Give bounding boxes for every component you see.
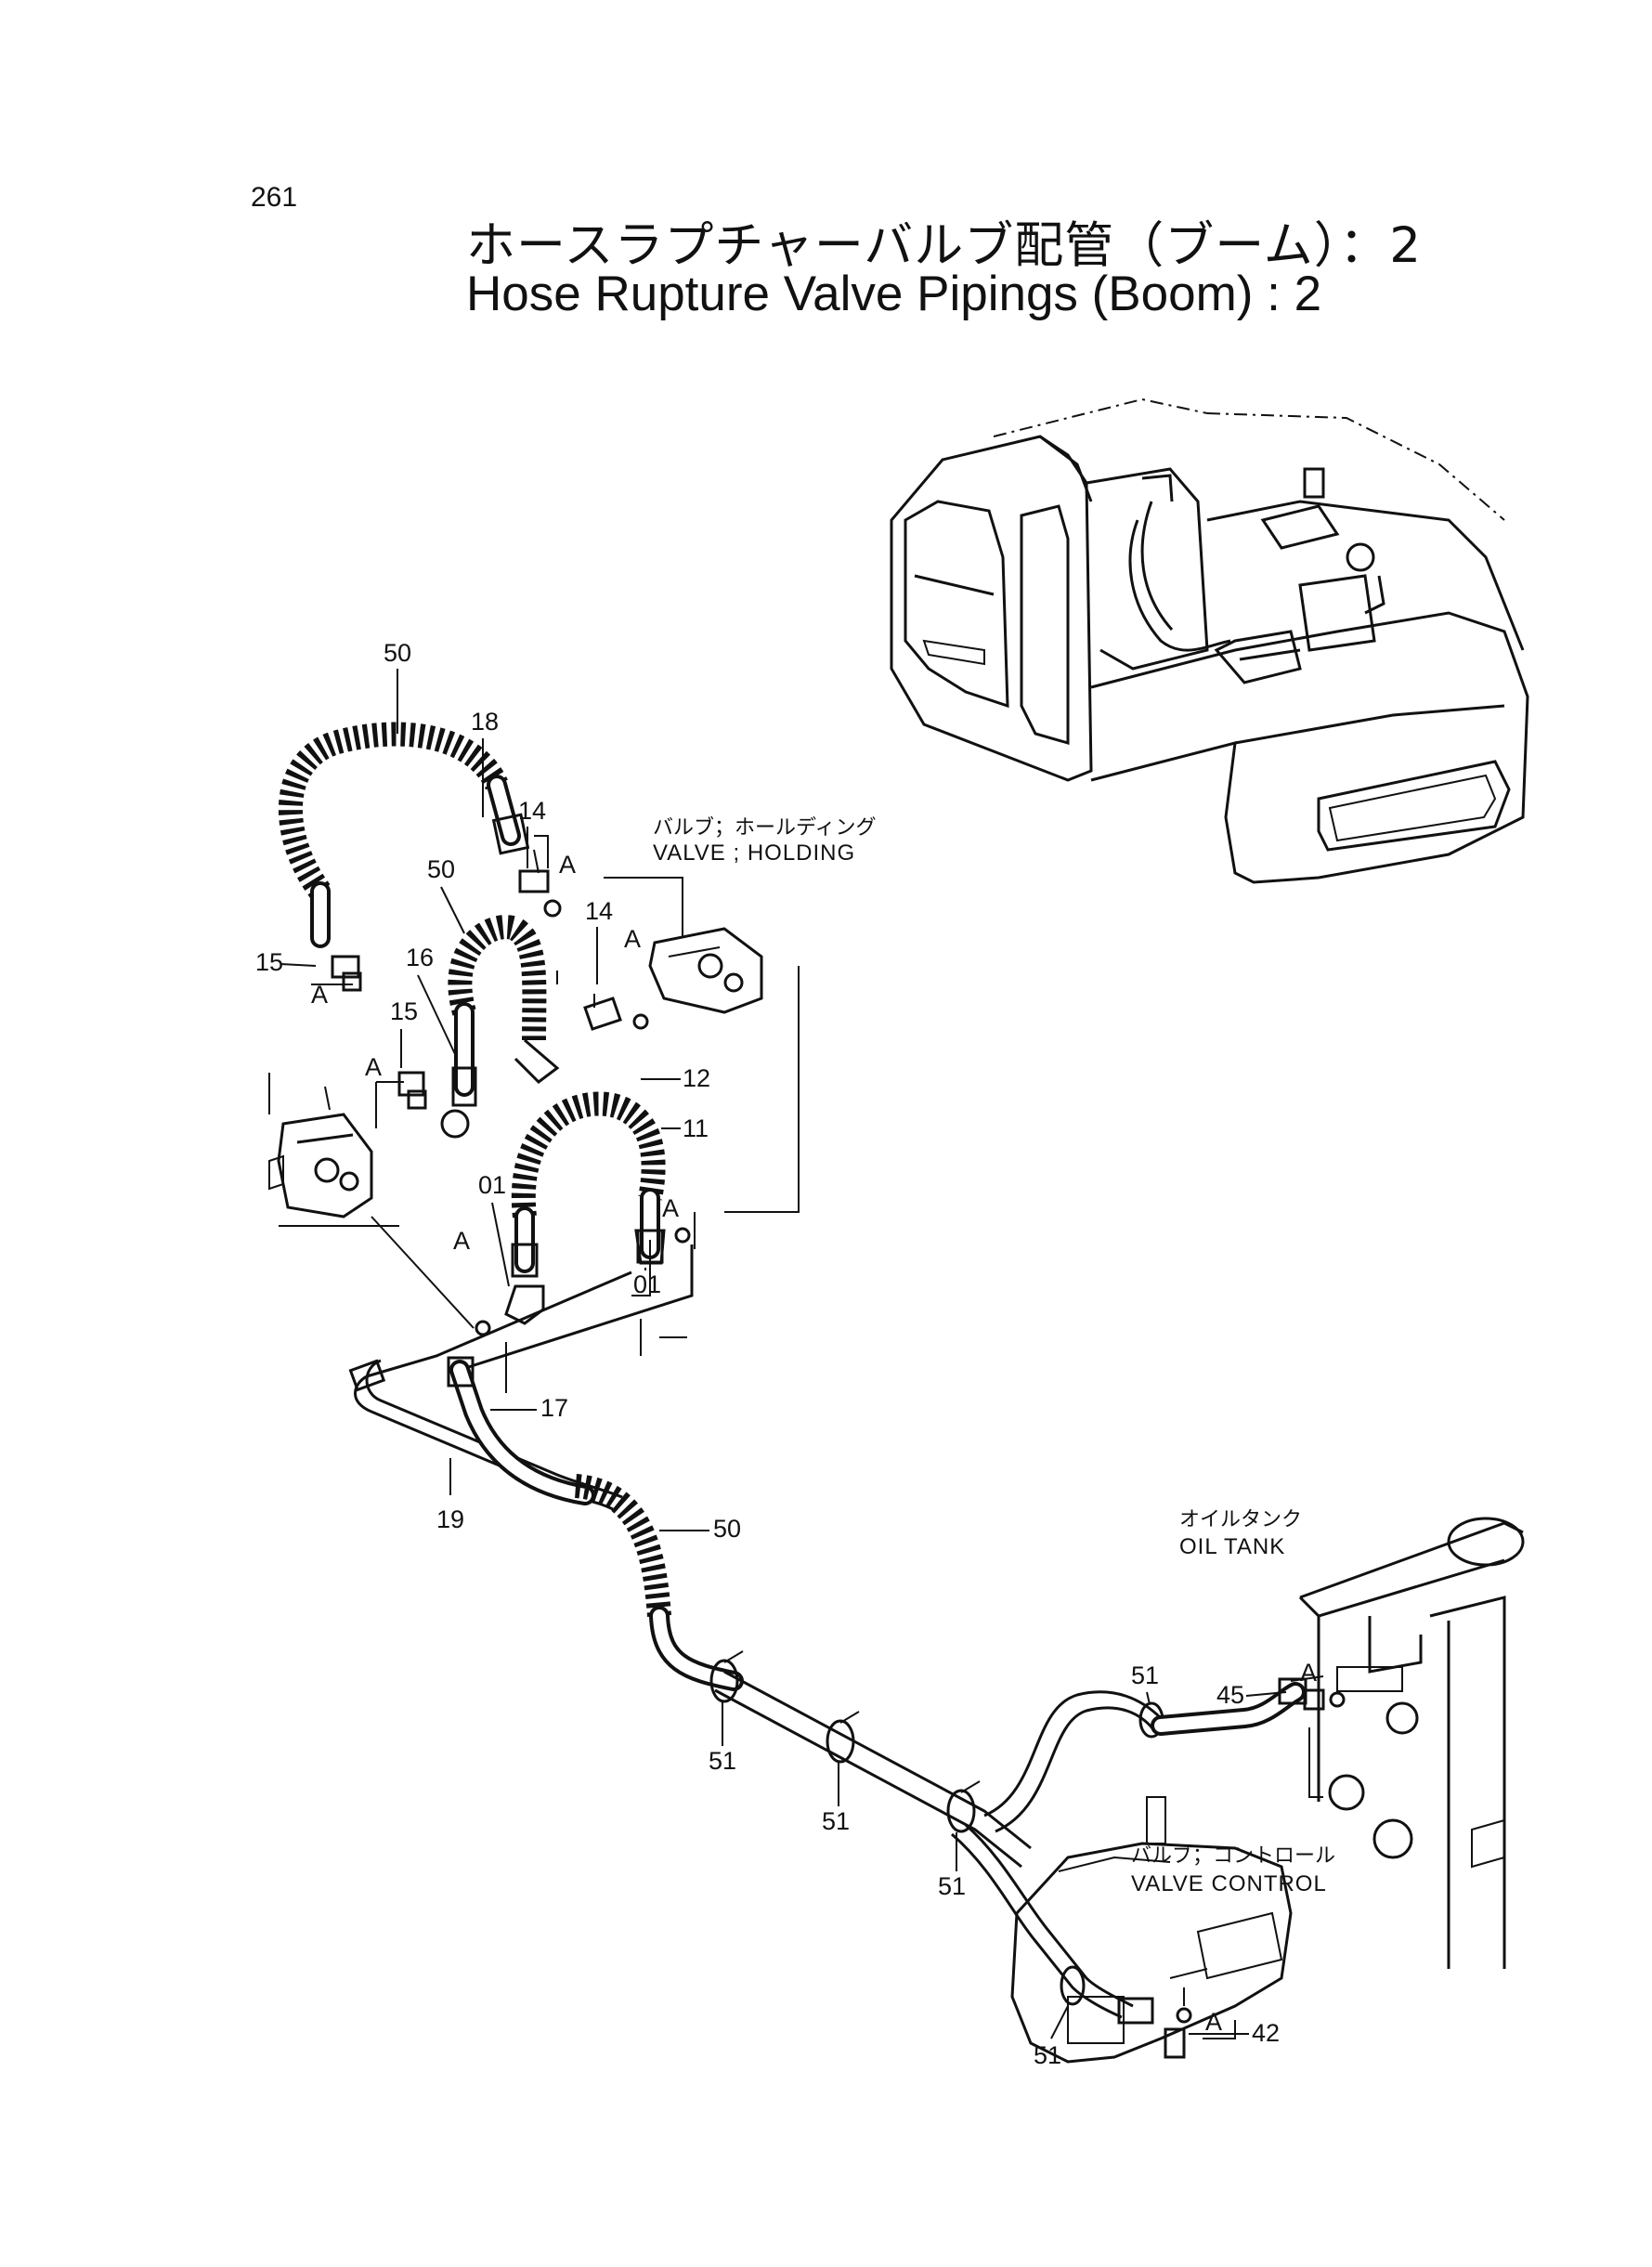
part-number: 12 [683,1064,710,1092]
lower-hose-routing [348,1356,1525,2064]
upper-hose-group [268,722,800,1393]
part-number: 14 [518,797,546,825]
leader-line [417,974,456,1055]
valve-holding-label-en: VALVE ; HOLDING [653,840,856,866]
part-number: 15 [255,948,283,976]
excavator-overview-illustration [890,397,1529,884]
connection-mark-a: A [662,1194,679,1222]
part-number: 14 [585,897,613,925]
part-number: 15 [390,997,418,1025]
part-number: 50 [427,855,455,883]
part-number: 18 [471,708,499,736]
valve-control-label-ja: バルブ；コントロール [1131,1844,1336,1868]
connection-mark-a: A [624,925,641,953]
leader-line [280,963,317,967]
connection-mark-a: A [1300,1659,1317,1687]
part-number-callouts: 50 18 14 50 14 15 16 15 12 11 01 01 [255,639,1287,2069]
leader-line [1050,2005,1069,2039]
part-number: 50 [384,639,411,667]
part-number: 51 [709,1747,736,1775]
connection-mark-a: A [453,1227,470,1255]
connection-marks: A A A A A A A A [311,851,1317,2036]
part-number: 51 [938,1872,966,1900]
title-english: Hose Rupture Valve Pipings (Boom) : 2 [466,267,1322,321]
connection-mark-a: A [559,851,576,879]
part-number: 01 [633,1270,661,1298]
leader-line [491,1202,510,1287]
part-number: 11 [683,1114,709,1142]
valve-control-label-en: VALVE CONTROL [1131,1871,1327,1896]
part-number: 19 [436,1505,464,1533]
leader-line [1146,1691,1151,1705]
part-number: 51 [1131,1661,1159,1689]
part-number: 45 [1216,1681,1244,1709]
part-number: 50 [713,1515,741,1543]
oil-tank-label-en: OIL TANK [1179,1534,1286,1559]
valve-holding-label-ja: バルブ；ホールディング [653,816,877,840]
connection-mark-a: A [1205,2008,1222,2036]
part-number: 17 [540,1394,568,1422]
part-number: 16 [406,944,434,971]
part-number: 51 [822,1807,850,1835]
part-number: 51 [1034,2041,1061,2069]
leader-line [440,886,465,934]
connection-mark-a: A [311,981,328,1009]
part-number: 42 [1252,2019,1280,2047]
part-number: 01 [478,1171,506,1199]
oil-tank-label-ja: オイルタンク [1179,1508,1303,1531]
leader-line [1245,1691,1287,1697]
title-japanese: ホースラプチャーバルブ配管（ブーム）：2 [466,217,1422,274]
page-number: 261 [251,182,298,213]
connection-mark-a: A [365,1053,382,1081]
